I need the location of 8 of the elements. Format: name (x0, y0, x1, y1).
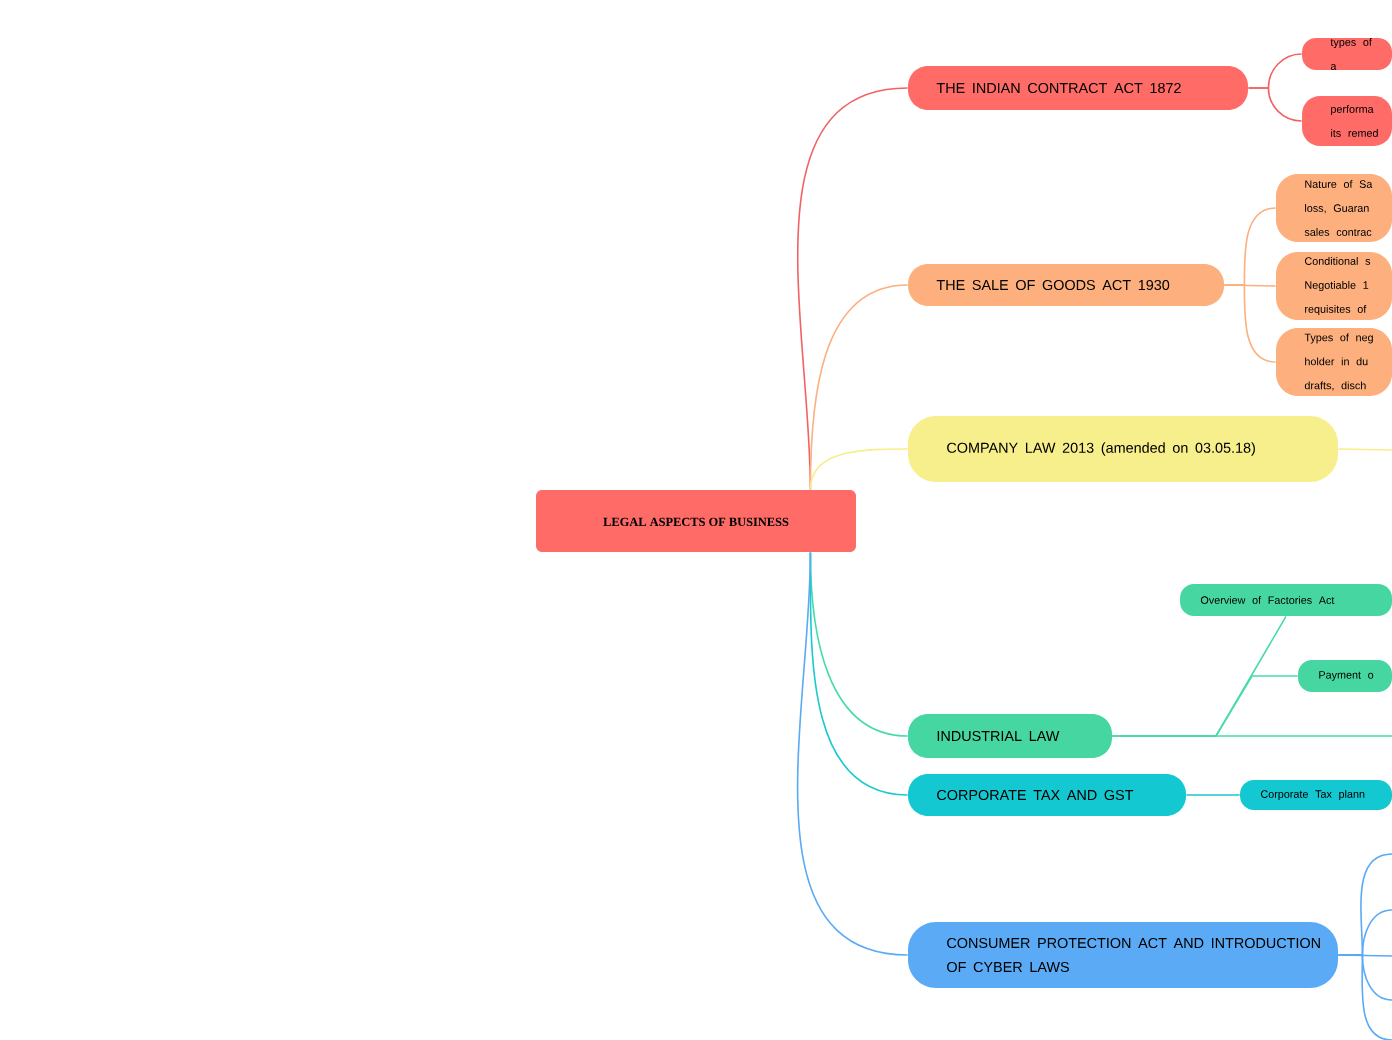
connector (1185, 794, 1241, 796)
connector (796, 551, 909, 956)
connector (1111, 735, 1392, 737)
connector (1223, 284, 1277, 363)
connector (1337, 448, 1392, 451)
connector (809, 448, 909, 491)
connector (1337, 954, 1392, 1040)
connector (1247, 87, 1303, 122)
